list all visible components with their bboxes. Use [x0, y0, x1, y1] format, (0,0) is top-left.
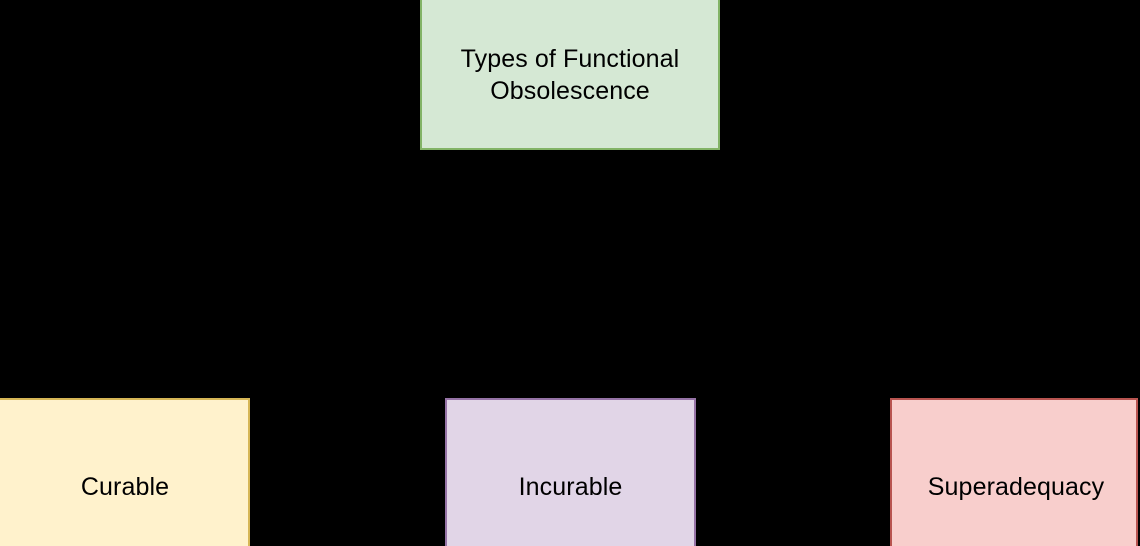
node-label-superadequacy: Superadequacy — [927, 473, 1105, 501]
node-label-incurable: Incurable — [518, 473, 623, 501]
node-types-of-functional-obsolescence[interactable]: Types of Functional Obsolescence — [420, 0, 720, 150]
node-superadequacy[interactable]: Superadequacy — [890, 398, 1138, 546]
node-incurable[interactable]: Incurable — [445, 398, 696, 546]
node-label-curable: Curable — [80, 473, 170, 501]
node-curable[interactable]: Curable — [0, 398, 250, 546]
edge-root-superadequacy — [569, 150, 1019, 397]
edge-root-curable — [118, 150, 571, 397]
node-label-root: Types of Functional Obsolescence — [460, 45, 680, 105]
